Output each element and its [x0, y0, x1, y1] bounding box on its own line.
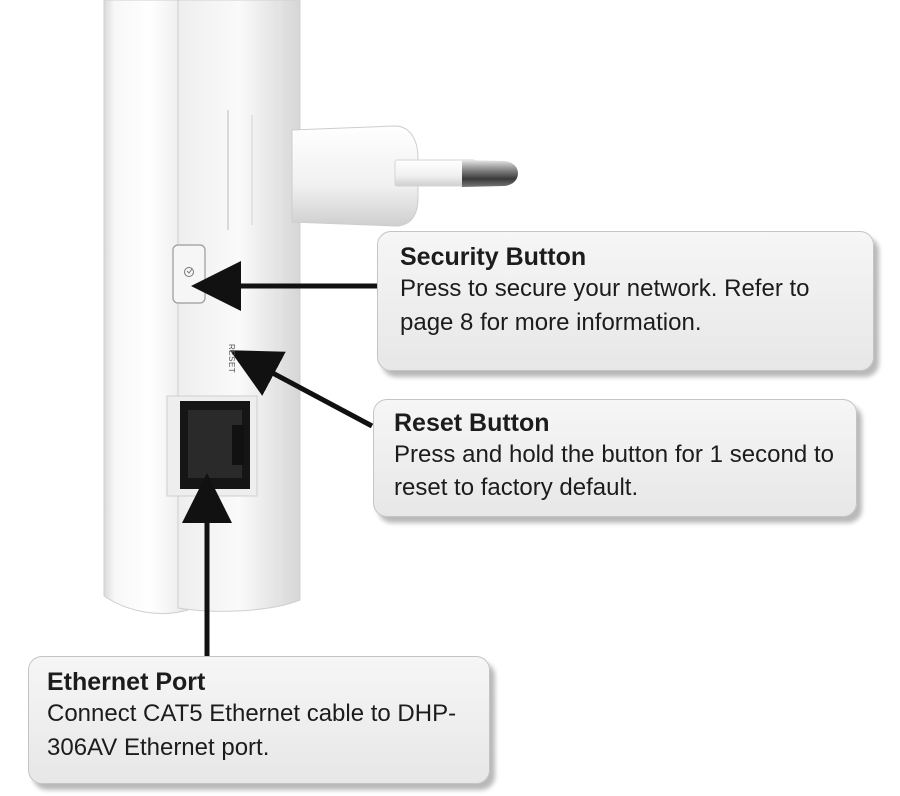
reset-port-label: RESET — [227, 344, 236, 374]
adapter-body — [103, 0, 301, 615]
reset-callout-description: Press and hold the button for 1 second t… — [394, 441, 834, 501]
ethernet-callout-description: Connect CAT5 Ethernet cable to DHP-306AV… — [47, 700, 457, 761]
reset-pinhole — [236, 352, 242, 358]
security-callout-description: Press to secure your network. Refer to p… — [400, 275, 810, 336]
reset-arrow — [229, 350, 374, 429]
ethernet-port-callout: Ethernet Port Connect CAT5 Ethernet cabl… — [28, 656, 490, 784]
security-button-hardware — [172, 244, 206, 304]
ethernet-callout-title: Ethernet Port — [47, 668, 206, 696]
reset-callout-title: Reset Button — [394, 409, 550, 437]
security-callout-title: Security Button — [400, 243, 587, 271]
security-button-callout: Security Button Press to secure your net… — [377, 231, 874, 371]
wall-plug — [291, 125, 518, 227]
reset-button-callout: Reset Button Press and hold the button f… — [373, 399, 857, 517]
rj45-port-icon — [166, 395, 258, 497]
